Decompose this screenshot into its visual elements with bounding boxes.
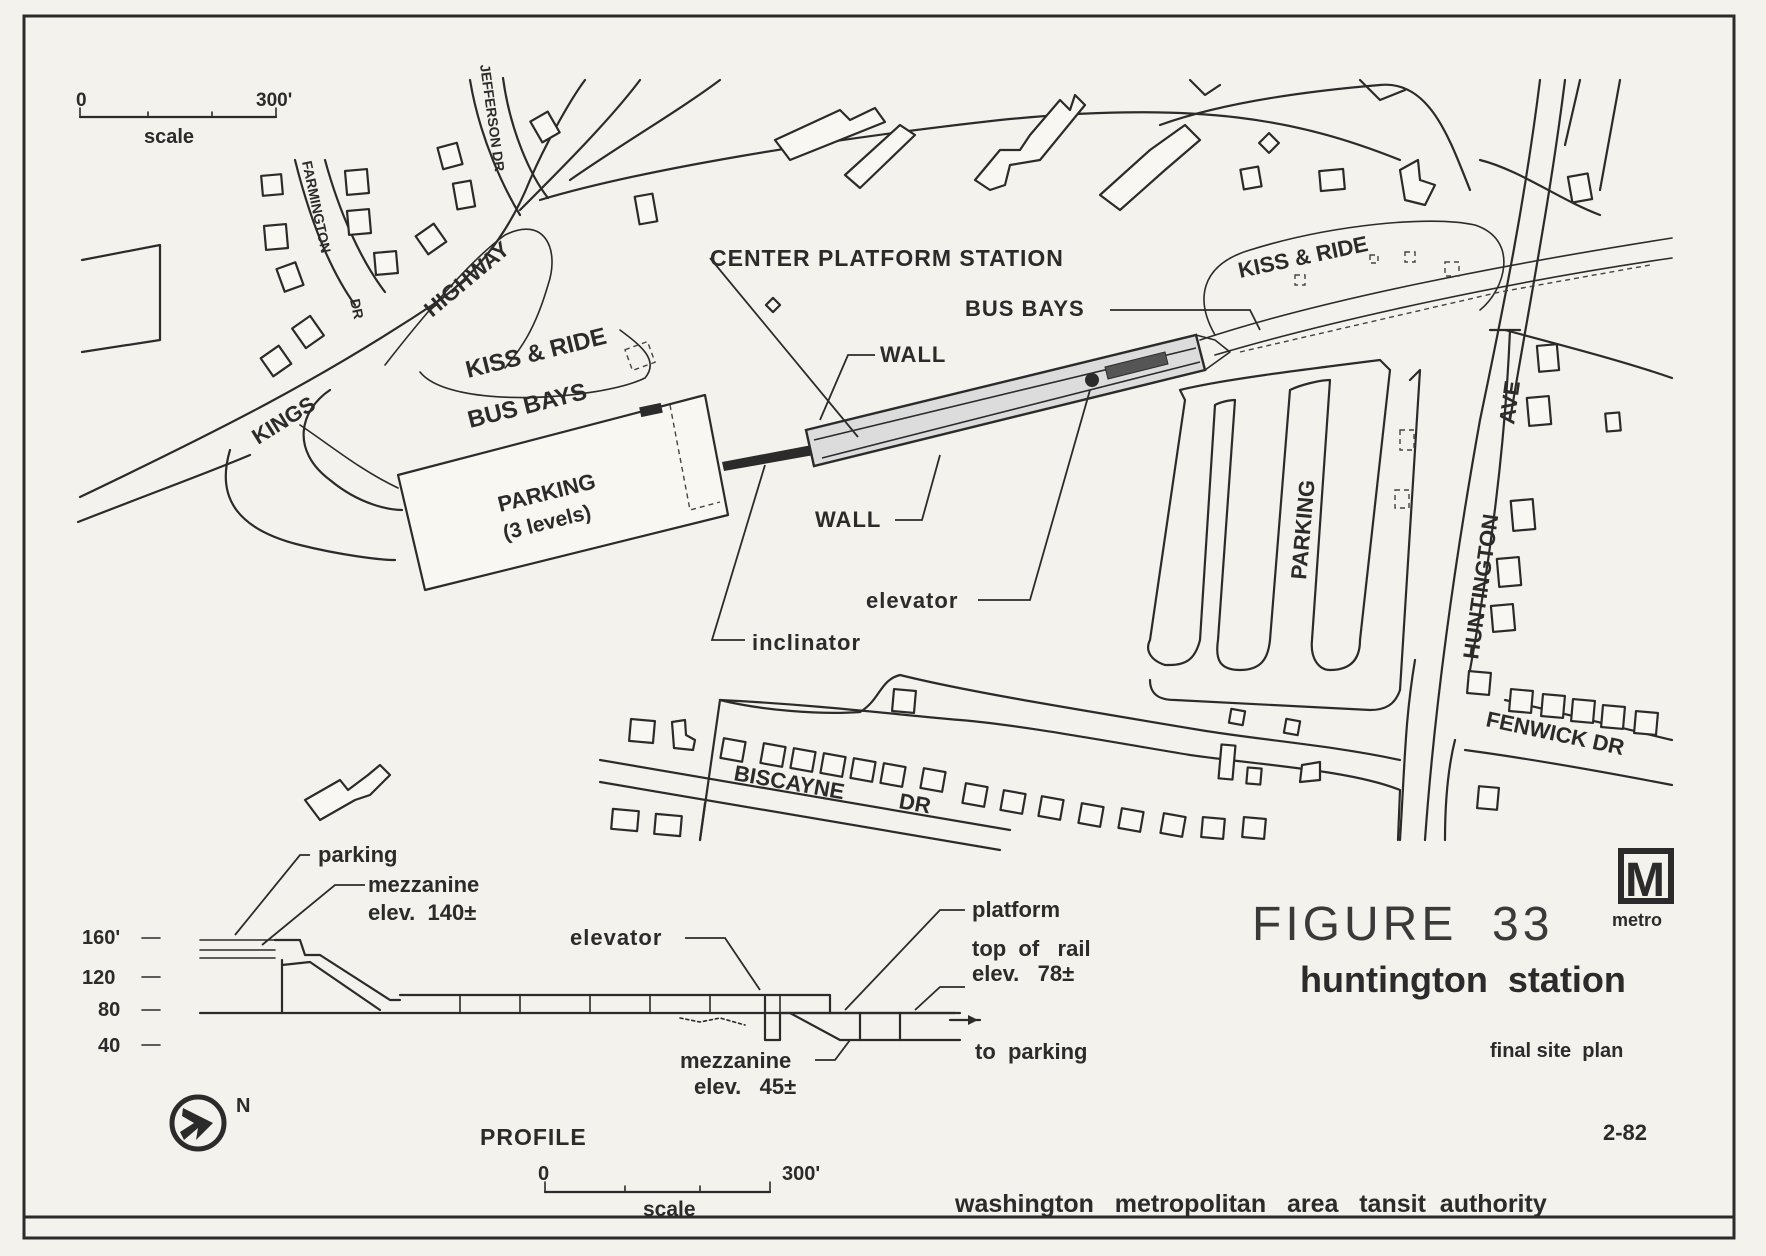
- profile-rail-label: top of rail: [972, 936, 1091, 961]
- buildings: [259, 93, 1660, 841]
- inclinator-label: inclinator: [752, 630, 861, 655]
- profile-parking-label: parking: [318, 842, 397, 867]
- plan-date: 2-82: [1603, 1120, 1647, 1145]
- wall-top-label: WALL: [880, 342, 946, 367]
- top-scale-max: 300': [256, 90, 292, 111]
- metro-logo-word: metro: [1612, 910, 1662, 930]
- metro-logo-icon: M metro: [1612, 848, 1674, 930]
- profile-elevator-label: elevator: [570, 925, 662, 950]
- plan-subtitle: final site plan: [1490, 1040, 1623, 1062]
- bottom-scale-max: 300': [782, 1163, 820, 1185]
- north-label: N: [236, 1095, 250, 1117]
- bottom-scale-zero: 0: [538, 1163, 549, 1185]
- top-scale-label: scale: [144, 126, 194, 148]
- bottom-scale-bar: 0 300' scale: [538, 1163, 820, 1221]
- profile-platform-label: platform: [972, 897, 1060, 922]
- huntington-ave-label: AVE: [1494, 379, 1525, 426]
- profile-section: 160' 120 80 40 parking mezzanine elev. 1…: [82, 842, 1091, 1150]
- sheet-border: [22, 14, 1736, 1240]
- top-scale-bar: 0 300' scale: [76, 90, 292, 148]
- profile-tick-40: 40: [98, 1035, 120, 1057]
- biscayne-dr-label: DR: [897, 788, 933, 818]
- kiss-ride-left-label: KISS & RIDE: [463, 323, 609, 384]
- top-scale-zero: 0: [76, 90, 87, 111]
- figure-number: FIGURE 33: [1252, 898, 1553, 951]
- wall-bottom-label: WALL: [815, 507, 881, 532]
- center-platform-label: CENTER PLATFORM STATION: [710, 245, 1064, 271]
- profile-mezz-top-elev: elev. 140±: [368, 900, 476, 925]
- bottom-scale-label: scale: [643, 1198, 696, 1221]
- profile-title: PROFILE: [480, 1124, 587, 1150]
- station-name: huntington station: [1300, 959, 1626, 1000]
- profile-mezz-bottom-label: mezzanine: [680, 1048, 791, 1073]
- leader-lines: [709, 257, 1261, 641]
- profile-mezz-top-label: mezzanine: [368, 872, 479, 897]
- inclinator-link: [722, 445, 814, 471]
- huntington-label: HUNTINGTON: [1458, 512, 1503, 660]
- bus-bays-right-label: BUS BAYS: [965, 296, 1085, 321]
- kiss-ride-right-label: KISS & RIDE: [1236, 231, 1370, 283]
- title-block: M metro FIGURE 33 huntington station fin…: [954, 848, 1674, 1218]
- bus-bays-left-label: BUS BAYS: [465, 378, 590, 434]
- profile-mezz-bottom-elev: elev. 45±: [694, 1074, 796, 1099]
- profile-rail-elev: elev. 78±: [972, 961, 1074, 986]
- north-arrow-icon: N: [169, 1094, 250, 1152]
- metro-logo-letter: M: [1625, 854, 1665, 907]
- kings-label: KINGS: [247, 391, 319, 449]
- parking-right-label: PARKING: [1286, 479, 1320, 581]
- profile-tick-160: 160': [82, 927, 120, 949]
- profile-tick-80: 80: [98, 999, 120, 1021]
- authority-name: washington metropolitan area tansit auth…: [954, 1190, 1547, 1218]
- farmington-dr-label: DR: [347, 297, 367, 320]
- profile-to-parking: to parking: [975, 1039, 1087, 1064]
- parking-garage: [396, 393, 730, 592]
- profile-tick-120: 120: [82, 967, 115, 989]
- elevator-label: elevator: [866, 588, 958, 613]
- center-platform-station: [804, 333, 1231, 468]
